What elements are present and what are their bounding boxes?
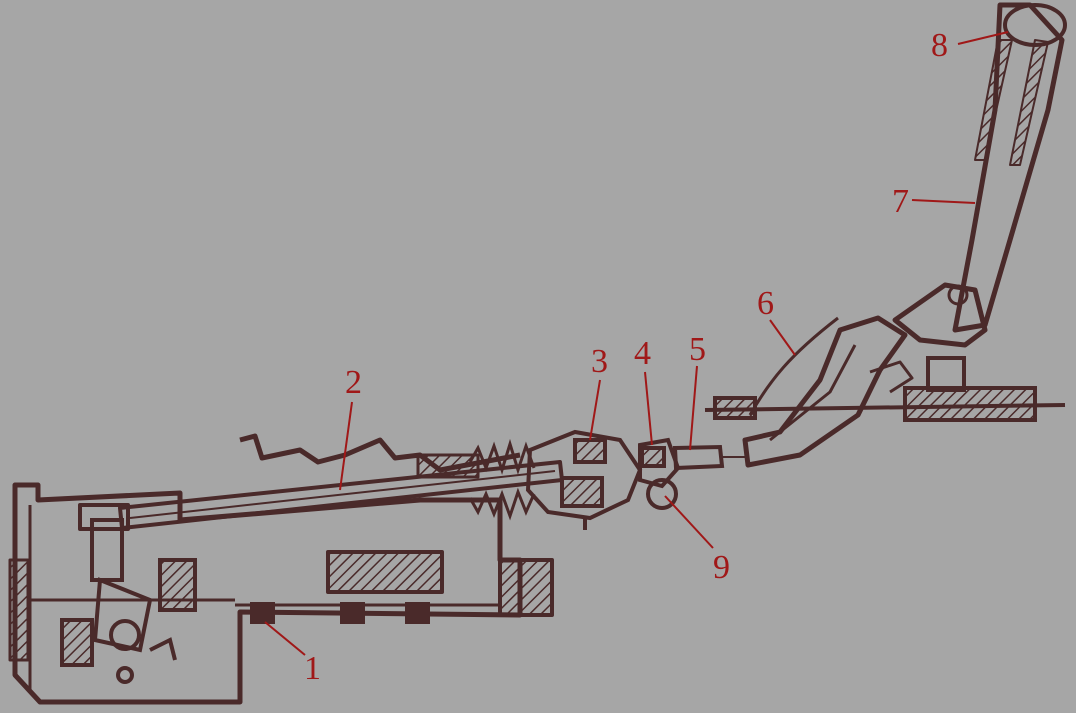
callout-label-4: 4 bbox=[634, 335, 651, 372]
callout-label-2: 2 bbox=[345, 364, 362, 401]
gearbox-housing bbox=[8, 433, 554, 705]
rubber-boot bbox=[468, 438, 536, 521]
leader-5 bbox=[689, 365, 698, 451]
leader-2 bbox=[339, 401, 353, 491]
mounting-bar bbox=[704, 356, 1066, 422]
leader-3 bbox=[589, 379, 601, 441]
callout-label-6: 6 bbox=[757, 285, 774, 322]
leader-6 bbox=[769, 319, 796, 356]
leader-4 bbox=[644, 371, 653, 446]
callout-label-3: 3 bbox=[591, 343, 608, 380]
joint-clamp bbox=[638, 437, 681, 510]
callout-label-7: 7 bbox=[892, 183, 909, 220]
leader-1 bbox=[264, 621, 306, 656]
gear-lever bbox=[892, 2, 1065, 348]
callout-label-8: 8 bbox=[931, 27, 948, 64]
leader-lines bbox=[264, 31, 1009, 656]
extension-rod bbox=[672, 444, 745, 471]
leader-9 bbox=[664, 495, 714, 549]
callout-label-1: 1 bbox=[304, 650, 321, 687]
callout-label-9: 9 bbox=[713, 549, 730, 586]
callout-label-5: 5 bbox=[689, 331, 706, 368]
shift-forks bbox=[28, 518, 235, 684]
leader-8 bbox=[957, 31, 1009, 45]
curved-lever bbox=[742, 315, 914, 468]
gear-knob bbox=[1003, 3, 1067, 47]
leader-7 bbox=[911, 199, 976, 204]
